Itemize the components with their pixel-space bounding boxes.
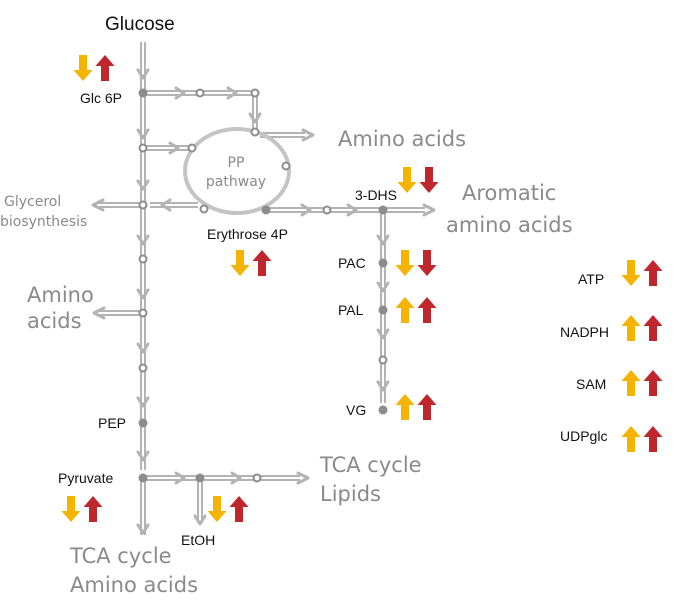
label-etoh: EtOH	[181, 532, 215, 548]
label-pyruvate: Pyruvate	[58, 470, 113, 486]
arrow-down-icon	[207, 496, 227, 522]
arrow-down-icon	[395, 250, 415, 276]
label-glycerol-line1: Glycerol	[4, 194, 61, 210]
node-glc6p	[138, 88, 148, 98]
label-atp: ATP	[578, 271, 604, 287]
label-vg: VG	[346, 402, 366, 418]
arrow-up-icon	[643, 426, 663, 452]
label-tca-right-line1: TCA cycle	[319, 453, 422, 477]
node	[138, 363, 148, 373]
indicator-erythrose4p	[230, 250, 272, 276]
arrow-up-icon	[395, 394, 415, 420]
label-pac: PAC	[338, 255, 366, 271]
label-glucose: Glucose	[105, 14, 175, 35]
label-amino-acids-top: Amino acids	[338, 127, 466, 151]
label-udpglc: UDPglc	[560, 428, 607, 444]
label-pal: PAL	[338, 302, 364, 318]
arrow-up-icon	[417, 297, 437, 323]
label-aromatic-line1: Aromatic	[462, 181, 556, 205]
arrow-down-icon	[230, 250, 250, 276]
arrow-up-icon	[417, 394, 437, 420]
indicator-pyruvate	[61, 496, 103, 522]
node	[138, 143, 148, 153]
label-erythrose4p: Erythrose 4P	[207, 226, 288, 242]
node	[138, 308, 148, 318]
node-pyruvate	[138, 473, 148, 483]
node-etoh-branch	[195, 473, 205, 483]
indicator-glucose	[73, 55, 115, 81]
node	[138, 254, 148, 264]
indicator-nadph	[621, 315, 663, 341]
pathway-arrowheads	[91, 68, 436, 535]
arrow-up-icon	[83, 496, 103, 522]
indicator-etoh	[207, 496, 249, 522]
indicator-3dhs	[397, 167, 439, 193]
label-glc6p: Glc 6P	[80, 90, 122, 106]
label-pp-line2: pathway	[206, 174, 266, 190]
arrow-down-icon	[621, 260, 641, 286]
node	[187, 143, 197, 153]
label-glycerol-line2: biosynthesis	[0, 214, 87, 230]
indicator-pac	[395, 250, 437, 276]
label-pep: PEP	[98, 415, 126, 431]
node	[378, 355, 388, 365]
arrow-up-icon	[95, 55, 115, 81]
label-sam: SAM	[576, 376, 606, 392]
node	[195, 88, 205, 98]
node-vg	[378, 405, 388, 415]
arrow-up-icon	[229, 496, 249, 522]
arrow-up-icon	[643, 260, 663, 286]
node	[250, 88, 260, 98]
node	[199, 204, 209, 214]
labels: Glucose Glc 6P PP pathway Amino acids 3-…	[0, 14, 609, 597]
arrow-up-icon	[395, 297, 415, 323]
indicator-pal	[395, 297, 437, 323]
pathway-nodes	[138, 88, 388, 483]
pp-pathway-ring	[183, 127, 291, 215]
label-amino-left-line2: acids	[27, 309, 82, 333]
arrow-down-icon	[419, 167, 439, 193]
label-3dhs: 3-DHS	[355, 187, 397, 203]
indicator-vg	[395, 394, 437, 420]
node-pac	[378, 258, 388, 268]
change-indicators	[61, 55, 663, 522]
node	[322, 205, 332, 215]
node	[281, 161, 291, 171]
indicator-udpglc	[621, 426, 663, 452]
arrow-up-icon	[621, 315, 641, 341]
label-tca-bottom-line1: TCA cycle	[69, 544, 172, 568]
label-aromatic-line2: amino acids	[446, 213, 573, 237]
arrow-down-icon	[61, 496, 81, 522]
node-erythrose4p	[261, 205, 271, 215]
node	[252, 473, 262, 483]
label-pp-line1: PP	[228, 155, 245, 171]
label-tca-right-line2: Lipids	[320, 482, 381, 506]
label-amino-left-line1: Amino	[27, 283, 94, 307]
arrow-up-icon	[643, 370, 663, 396]
label-nadph: NADPH	[560, 324, 609, 340]
indicator-atp	[621, 260, 663, 286]
indicator-sam	[621, 370, 663, 396]
arrow-down-icon	[73, 55, 93, 81]
arrow-up-icon	[252, 250, 272, 276]
arrow-up-icon	[621, 426, 641, 452]
arrow-down-icon	[397, 167, 417, 193]
node	[138, 200, 148, 210]
node-pep	[138, 418, 148, 428]
node	[250, 127, 260, 137]
node-3dhs	[378, 205, 388, 215]
arrow-down-icon	[417, 250, 437, 276]
arrow-up-icon	[621, 370, 641, 396]
label-tca-bottom-line2: Amino acids	[70, 573, 198, 597]
arrow-up-icon	[643, 315, 663, 341]
node-pal	[378, 305, 388, 315]
